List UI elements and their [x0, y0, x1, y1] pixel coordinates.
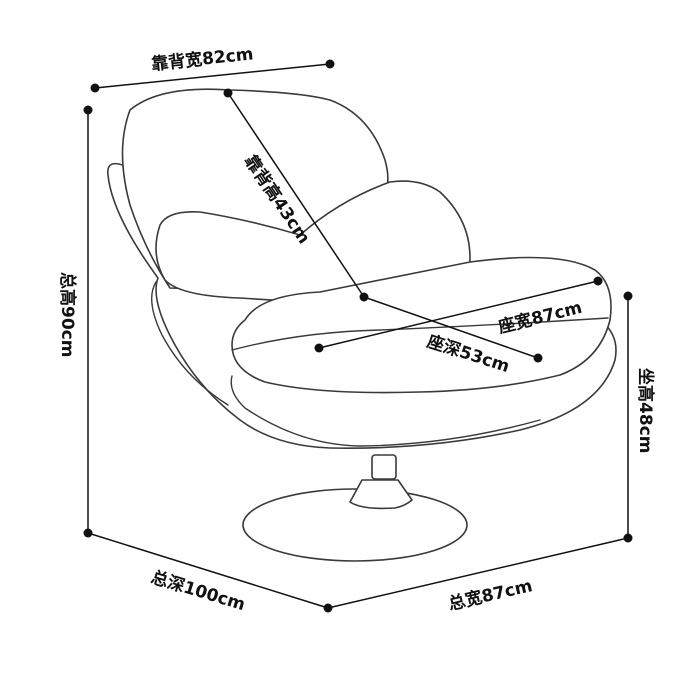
- lumbar-pillow: [155, 180, 471, 306]
- seat-depth-line: [363, 296, 539, 359]
- lounge-chair-drawing: [107, 88, 617, 562]
- back-width-label: 靠背宽82cm: [150, 43, 254, 75]
- seat-width-dot-right: [593, 276, 603, 286]
- pedestal-base: [242, 488, 468, 562]
- shell-front-lip: [230, 375, 541, 447]
- seat-depth-dot-end: [533, 353, 543, 363]
- total-depth-line: [87, 532, 329, 609]
- seat-height-label: 坐高48cm: [635, 368, 656, 453]
- swivel-collar: [371, 454, 397, 480]
- dimension-lines: [83, 59, 633, 613]
- pedestal-stem: [349, 479, 413, 510]
- seat-height-dot-top: [623, 291, 633, 301]
- total-width-label: 总宽87cm: [446, 575, 534, 615]
- seat-cushion: [231, 256, 612, 394]
- back-width-dot-right: [325, 59, 335, 69]
- back-height-dot-top: [223, 88, 233, 98]
- back-width-line: [94, 63, 331, 89]
- total-width-line: [327, 537, 629, 609]
- total-height-label: 总高90cm: [57, 272, 78, 357]
- seat-width-line: [318, 280, 599, 349]
- total-height-dot-top: [83, 105, 93, 115]
- shell-side-arc: [150, 281, 229, 406]
- total-depth-label: 总深100cm: [149, 567, 248, 616]
- seat-width-dot-left: [314, 343, 324, 353]
- seat-piping: [231, 317, 609, 351]
- back-height-line: [227, 92, 365, 298]
- back-width-dot-left: [90, 83, 100, 93]
